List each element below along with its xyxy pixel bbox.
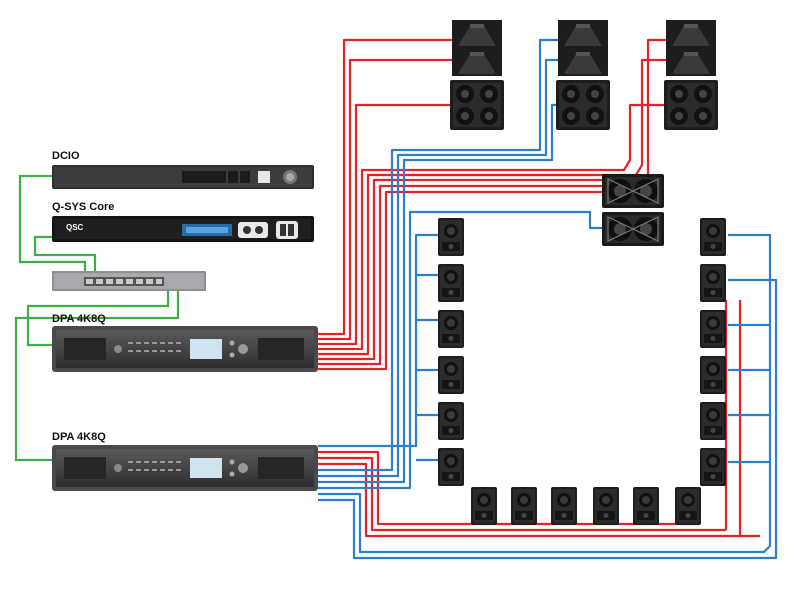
dcio-network-cable <box>18 174 87 272</box>
core-logo: QSC <box>66 223 84 232</box>
left-wall-speakers <box>438 218 464 486</box>
dpa1-network-cable <box>26 290 170 347</box>
blue-speaker-cables <box>318 38 778 560</box>
line-array-right <box>664 20 718 130</box>
rear-wall-speakers <box>471 487 701 525</box>
core-network-cable <box>33 235 97 272</box>
dpa2-label: DPA 4K8Q <box>52 431 106 443</box>
line-array-left <box>450 20 504 130</box>
dpa1-amplifier <box>52 326 318 372</box>
network-switch <box>52 271 206 291</box>
network-cables <box>14 174 180 462</box>
dpa2-amplifier <box>52 445 318 491</box>
core-label: Q-SYS Core <box>52 201 114 213</box>
dcio-label: DCIO <box>52 150 80 162</box>
dpa2-network-cable <box>14 290 180 462</box>
dcio-device <box>52 165 314 189</box>
dpa1-label: DPA 4K8Q <box>52 313 106 325</box>
line-array-center <box>556 20 610 130</box>
right-wall-speakers <box>700 218 726 486</box>
subwoofer-stack <box>601 173 665 247</box>
qsys-core-device: QSC <box>52 216 314 242</box>
